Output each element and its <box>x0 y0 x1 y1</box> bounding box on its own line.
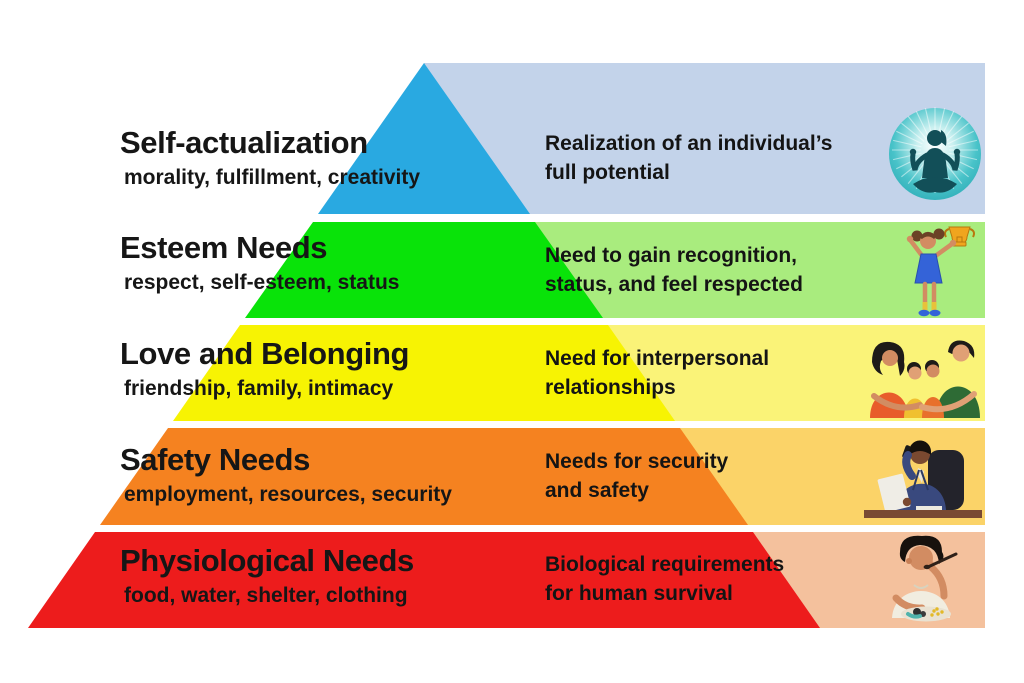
pyramid-tier-self-actualization <box>318 63 530 214</box>
band-self-actualization <box>424 63 985 214</box>
desc-self-actualization: Realization of an individual’s full pote… <box>545 129 885 187</box>
desc-line: for human survival <box>545 582 733 605</box>
label-esteem: Esteem Needs respect, self-esteem, statu… <box>120 231 399 295</box>
meditation-icon <box>885 104 985 210</box>
person-eating-icon <box>864 534 982 626</box>
label-safety: Safety Needs employment, resources, secu… <box>120 443 452 507</box>
pyramid-tier-safety <box>100 428 748 525</box>
tier-subtitle: employment, resources, security <box>124 483 452 506</box>
desc-physiological: Biological requirements for human surviv… <box>545 550 885 608</box>
desc-line: Need to gain recognition, <box>545 244 798 267</box>
desc-esteem: Need to gain recognition, status, and fe… <box>545 241 885 299</box>
label-love-belonging: Love and Belonging friendship, family, i… <box>120 337 409 401</box>
tier-title: Esteem Needs <box>120 230 328 265</box>
label-self-actualization: Self-actualization morality, fulfillment… <box>120 126 420 190</box>
tier-subtitle: morality, fulfillment, creativity <box>124 166 421 189</box>
desc-line: full potential <box>545 161 670 184</box>
tier-title: Physiological Needs <box>120 543 414 578</box>
desc-line: Realization of an individual’s <box>545 132 833 155</box>
pyramid-tier-physiological <box>28 532 820 628</box>
tier-subtitle: food, water, shelter, clothing <box>124 584 408 607</box>
desc-line: and safety <box>545 479 649 502</box>
trophy-girl-icon <box>896 224 978 319</box>
tier-title: Safety Needs <box>120 442 310 477</box>
pyramid-tier-esteem <box>245 222 603 318</box>
desc-line: relationships <box>545 376 676 399</box>
family-icon <box>862 336 984 418</box>
label-physiological: Physiological Needs food, water, shelter… <box>120 544 414 608</box>
desc-line: Need for interpersonal <box>545 347 770 370</box>
desc-line: Biological requirements <box>545 553 785 576</box>
desc-safety: Needs for security and safety <box>545 447 885 505</box>
tier-subtitle: friendship, family, intimacy <box>124 377 394 400</box>
pyramid-tier-love-belonging <box>173 325 675 421</box>
man-at-desk-icon <box>862 436 984 522</box>
desc-love-belonging: Need for interpersonal relationships <box>545 344 885 402</box>
tier-subtitle: respect, self-esteem, status <box>124 271 400 294</box>
desc-line: status, and feel respected <box>545 273 803 296</box>
desc-line: Needs for security <box>545 450 729 473</box>
tier-title: Love and Belonging <box>120 336 410 371</box>
tier-title: Self-actualization <box>120 125 368 160</box>
